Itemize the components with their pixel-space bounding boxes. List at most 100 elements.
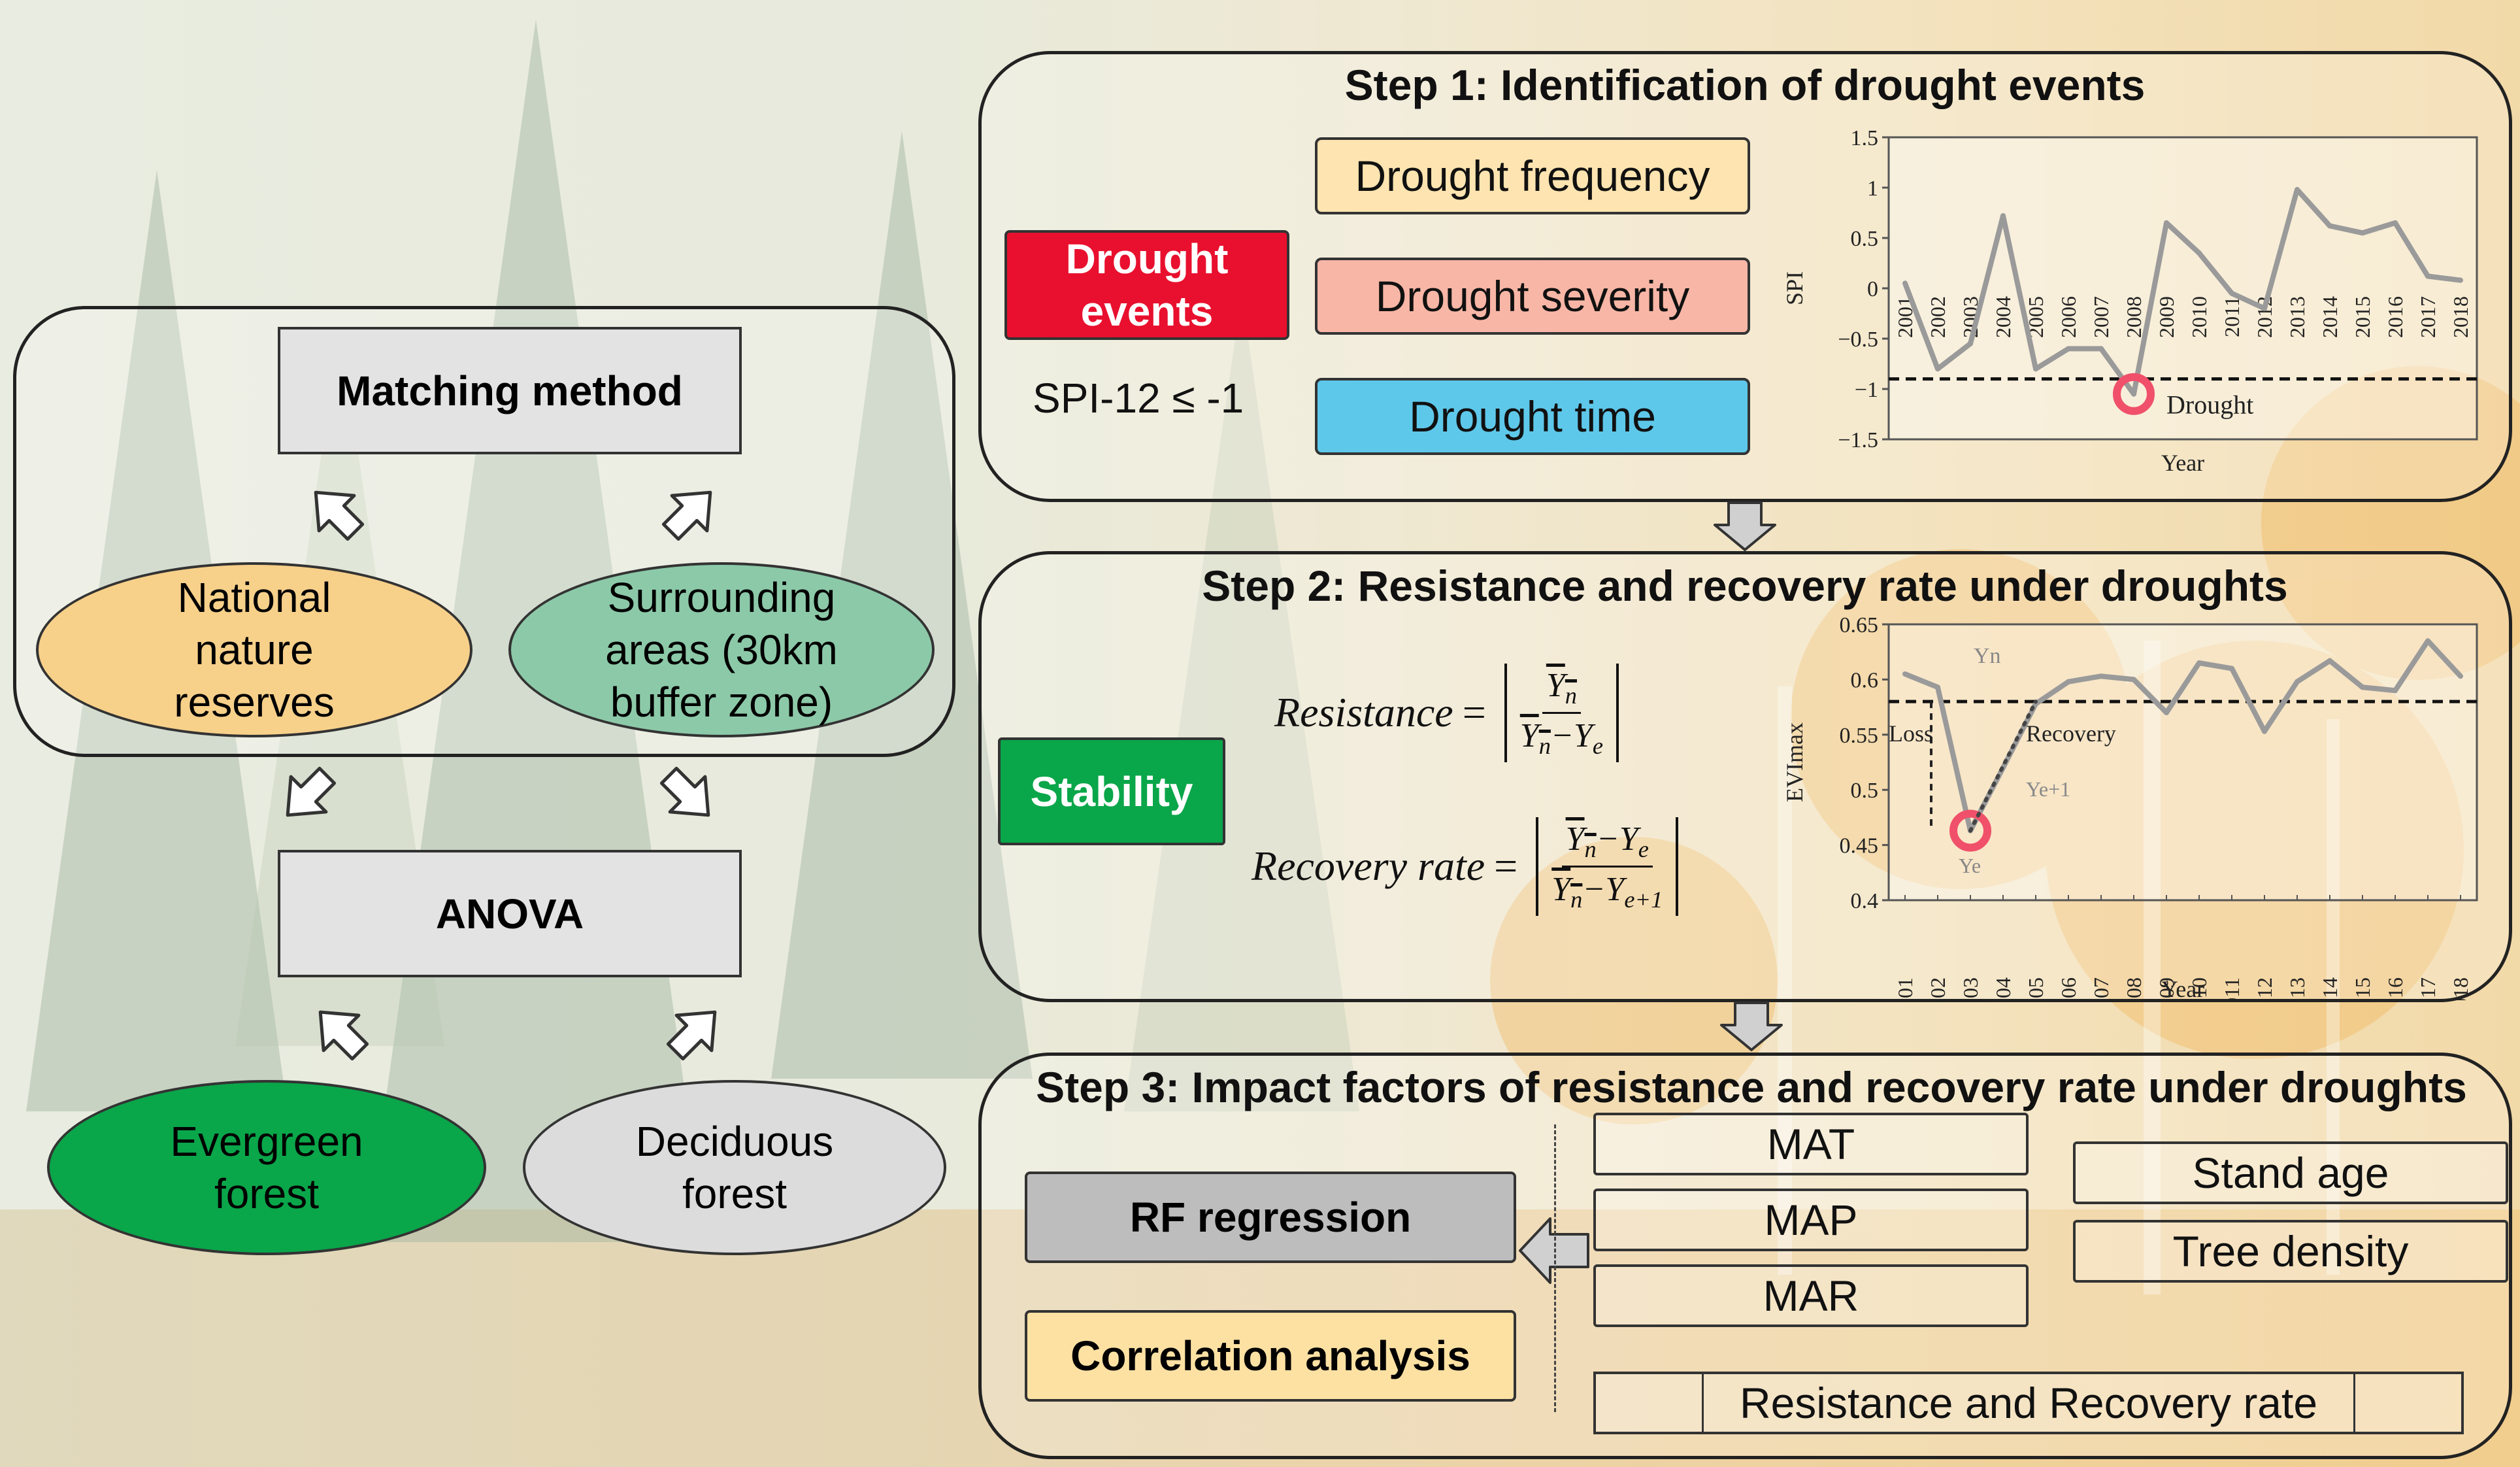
step1-title: Step 1: Identification of drought events	[1344, 61, 2146, 109]
data-point	[2066, 679, 2071, 684]
ye-label: Ye	[1959, 854, 1981, 877]
x-tick-label: 2011	[2220, 296, 2244, 337]
y-tick-label: 0.4	[1851, 889, 1879, 913]
x-tick-label: 2013	[2285, 296, 2309, 338]
step2-panel	[978, 551, 2512, 1002]
arrow-reserves-to-matching-icon	[314, 490, 365, 541]
arrow-panel-to-anova-left-icon	[286, 766, 337, 817]
x-tick-label: 2016	[2383, 977, 2407, 1000]
y-tick-label: 0	[1867, 277, 1878, 301]
evergreen-forest-ellipse: Evergreen forest	[47, 1080, 486, 1255]
x-tick-label: 2013	[2285, 977, 2309, 1000]
x-tick-label: 2015	[2351, 296, 2374, 338]
drought-highlight-marker	[2113, 373, 2155, 415]
recovery-line	[1968, 700, 2038, 833]
x-tick-label: 2007	[2089, 296, 2113, 338]
x-tick-label: 2017	[2416, 296, 2440, 338]
yn-label: Yn	[1974, 644, 2001, 668]
arrow-surrounding-to-matching-icon	[661, 490, 712, 541]
series-line	[1902, 187, 2461, 397]
data-point	[2295, 187, 2300, 193]
x-tick-label: 2011	[2220, 977, 2244, 1000]
x-tick-label: 2009	[2155, 296, 2178, 338]
arrow-deciduous-to-anova-icon	[666, 1010, 717, 1061]
data-point	[1968, 341, 1973, 346]
recovery-label: Recovery rate	[1252, 843, 1485, 890]
data-point	[2295, 679, 2300, 684]
x-tick-label: 2014	[2318, 296, 2342, 338]
y-tick-label: −1.5	[1838, 428, 1878, 452]
x-tick-label: 2001	[1893, 977, 1917, 1000]
drought-highlight-marker	[1949, 809, 1991, 852]
step2-title: Step 2: Resistance and recovery rate und…	[1202, 562, 2288, 610]
data-point	[2131, 677, 2136, 683]
data-point	[2393, 220, 2398, 226]
data-point	[2164, 220, 2169, 226]
factor-divider	[1554, 1124, 1556, 1412]
x-tick-label: 2014	[2318, 977, 2342, 1000]
x-tick-label: 2004	[1991, 977, 2015, 1000]
factor-mar: MAR	[1593, 1264, 2029, 1327]
data-point	[2327, 223, 2332, 229]
factor-tree-density: Tree density	[2073, 1220, 2508, 1283]
y-tick-label: 0.65	[1840, 613, 1879, 637]
x-tick-label: 2010	[2187, 296, 2211, 338]
x-tick-label: 2016	[2383, 296, 2407, 338]
data-point	[2197, 250, 2202, 256]
y-tick-label: 0.5	[1851, 227, 1879, 251]
y-tick-label: 0.6	[1851, 668, 1879, 692]
matching-method-box: Matching method	[278, 327, 742, 454]
data-point	[2131, 391, 2136, 397]
resistance-recovery-right-cell	[2353, 1374, 2461, 1432]
drought-annotation: Drought	[2166, 390, 2253, 420]
x-tick-label: 2009	[2155, 977, 2178, 1000]
data-point	[2229, 290, 2234, 296]
deciduous-forest-ellipse: Deciduous forest	[523, 1080, 946, 1255]
x-axis-label: Year	[2161, 450, 2204, 476]
data-point	[2360, 230, 2365, 236]
step2-to-step3-arrow-icon	[1720, 1002, 1783, 1051]
data-point	[2000, 213, 2006, 219]
drought-frequency-box: Drought frequency	[1315, 137, 1750, 214]
data-point	[1902, 280, 1908, 286]
data-point	[2164, 710, 2169, 716]
resistance-formula: Resistance = Yn Yn−Ye	[1274, 664, 1619, 762]
factor-map: MAP	[1593, 1189, 2029, 1251]
y-tick-label: 1.5	[1851, 126, 1879, 150]
data-point	[2393, 688, 2398, 694]
x-tick-label: 2008	[2122, 977, 2146, 1000]
stability-box: Stability	[998, 737, 1225, 845]
spi-condition-label: SPI-12 ≤ -1	[1033, 375, 1244, 422]
data-point	[1902, 671, 1908, 677]
data-point	[2197, 660, 2202, 666]
resistance-recovery-label: Resistance and Recovery rate	[1739, 1379, 2318, 1427]
resistance-recovery-box: Resistance and Recovery rate	[1593, 1372, 2464, 1434]
drought-severity-box: Drought severity	[1315, 258, 1750, 335]
y-tick-label: 0.45	[1840, 834, 1879, 858]
x-axis-label: Year	[2161, 976, 2204, 1000]
data-point	[2425, 273, 2430, 279]
data-point	[2458, 277, 2463, 283]
y-tick-label: 0.55	[1840, 724, 1879, 748]
y-axis-label: EVImax	[1782, 722, 1808, 802]
rf-regression-box: RF regression	[1025, 1172, 1516, 1263]
x-tick-label: 2018	[2449, 296, 2472, 338]
factor-stand-age: Stand age	[2073, 1141, 2508, 1204]
drought-time-box: Drought time	[1315, 378, 1750, 455]
data-point	[2229, 666, 2234, 671]
drought-events-box: Drought events	[1004, 230, 1289, 340]
x-tick-label: 2006	[2057, 296, 2080, 338]
y-axis-label: SPI	[1782, 271, 1808, 305]
resistance-recovery-left-cell	[1596, 1374, 1704, 1432]
x-tick-label: 2008	[2122, 296, 2146, 338]
arrow-panel-to-anova-right-icon	[659, 766, 710, 817]
data-point	[2098, 673, 2104, 679]
data-point	[2098, 346, 2104, 352]
left-arrows	[286, 490, 717, 1061]
plot-frame	[1887, 623, 2478, 902]
data-point	[2458, 673, 2463, 679]
x-tick-label: 2003	[1959, 977, 1982, 1000]
step1-to-step2-arrow-icon	[1714, 501, 1776, 551]
y-tick-label: −0.5	[1838, 328, 1878, 352]
